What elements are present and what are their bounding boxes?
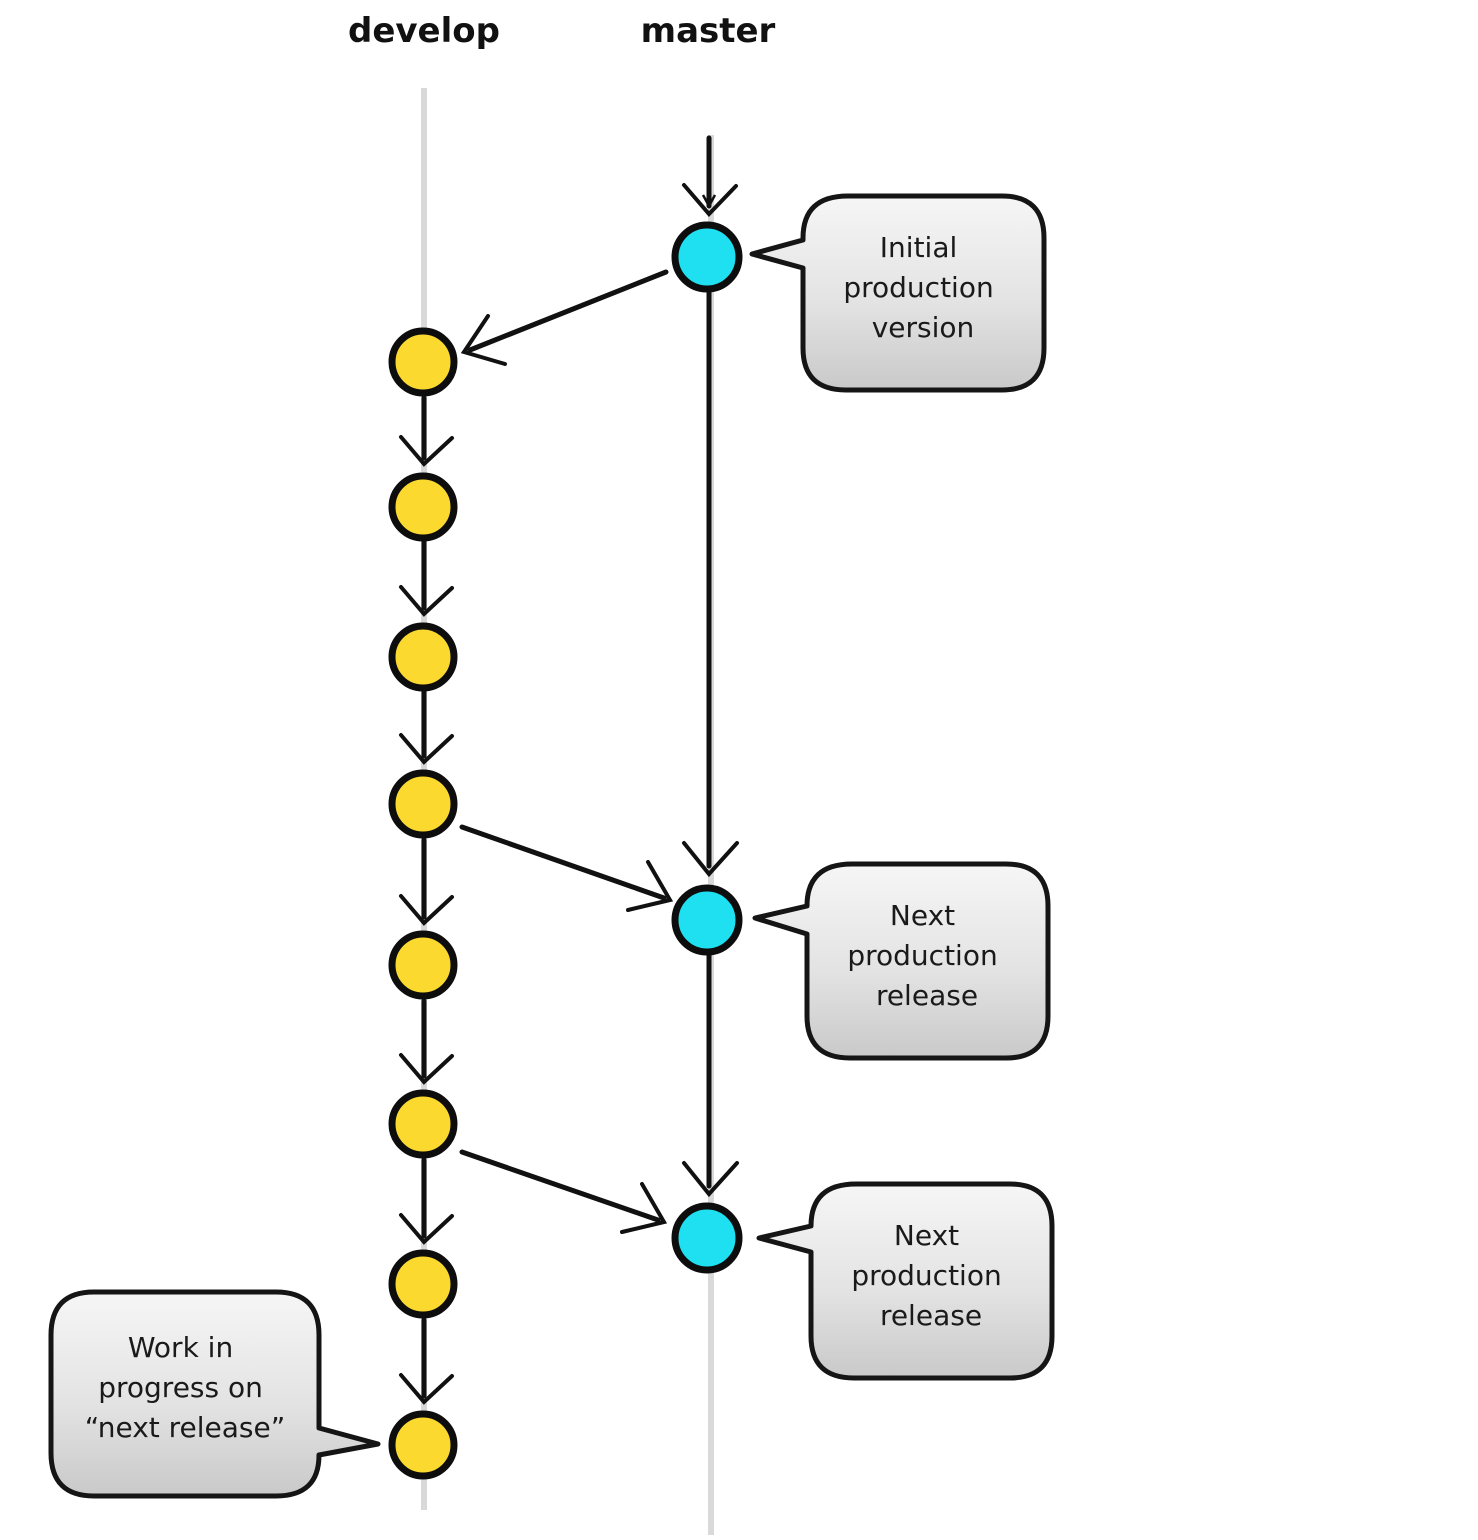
develop-commit	[388, 769, 458, 839]
callout-work-in-progress: Work in progress on “next release”	[48, 1289, 381, 1499]
callout-line: Work in	[128, 1331, 233, 1364]
callout-line: Next	[894, 1219, 959, 1252]
merge-arrow-2-arrowhead	[620, 1182, 668, 1234]
master-commit	[671, 884, 743, 956]
master-commit	[671, 221, 743, 293]
branch-off-arrow	[467, 269, 669, 353]
master-edge-2-arrowhead	[682, 1161, 739, 1198]
develop-edge-arrowhead	[399, 1053, 454, 1085]
develop-edge-arrowhead	[399, 585, 454, 617]
master-entry-arrowhead	[682, 183, 738, 217]
merge-arrow-2	[459, 1149, 661, 1223]
callout-bubble	[48, 1289, 381, 1499]
callout-bubble	[749, 193, 1047, 393]
develop-edge-arrowhead	[399, 894, 454, 926]
merge-arrow-1-arrowhead	[626, 860, 674, 912]
callout-next-production-release-2: Next production release	[756, 1181, 1055, 1381]
develop-edge-arrowhead	[399, 733, 454, 765]
develop-commit	[388, 930, 458, 1000]
callout-line: Next	[890, 899, 955, 932]
callout-line: production	[847, 939, 997, 972]
callout-line: progress on	[98, 1371, 263, 1404]
callout-line: version	[872, 311, 975, 344]
develop-commit	[388, 622, 458, 692]
callout-bubble	[756, 1181, 1055, 1381]
develop-edge-arrowhead	[399, 435, 454, 467]
branch-label-develop: develop	[348, 11, 500, 51]
develop-chain-edges	[399, 395, 454, 1405]
callout-line: Initial	[880, 231, 957, 264]
callout-line: production	[851, 1259, 1001, 1292]
master-commit	[671, 1202, 743, 1274]
callout-line: production	[843, 271, 993, 304]
svg-text:Initial production: Initial production version	[843, 231, 1002, 344]
svg-text:Work in progress on: Work in progress on “next release”	[85, 1331, 286, 1444]
develop-commit	[388, 1249, 458, 1319]
callout-initial-production-version: Initial production version	[749, 193, 1047, 393]
develop-edge-arrowhead	[399, 1373, 454, 1405]
master-edge-1-arrowhead	[682, 841, 739, 878]
develop-commit	[388, 472, 458, 542]
callout-next-production-release-1: Next production release	[752, 861, 1051, 1061]
develop-edge-arrowhead	[399, 1213, 454, 1245]
develop-commit	[388, 1410, 458, 1480]
callout-line: release	[880, 1299, 982, 1332]
callout-line: “next release”	[85, 1411, 286, 1444]
svg-text:Next production re: Next production release	[851, 1219, 1010, 1332]
callout-line: release	[876, 979, 978, 1012]
callout-bubble	[752, 861, 1051, 1061]
branch-label-master: master	[641, 11, 776, 51]
develop-commit	[388, 327, 458, 397]
develop-commit	[388, 1089, 458, 1159]
svg-text:Next production re: Next production release	[847, 899, 1006, 1012]
branch-off-arrowhead	[460, 314, 507, 366]
merge-arrow-1	[459, 824, 667, 901]
